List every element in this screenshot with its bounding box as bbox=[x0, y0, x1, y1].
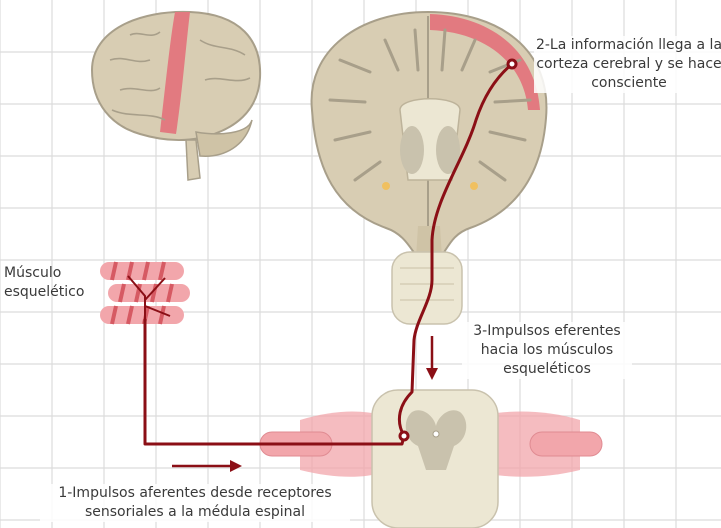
afferent-label-line1: 1-Impulsos aferentes desde receptores bbox=[40, 484, 350, 503]
cortex-label-line2: corteza cerebral y se hace bbox=[534, 55, 721, 74]
cortex-label: 2-La información llega a la corteza cere… bbox=[534, 36, 721, 93]
efferent-label-line2: hacia los músculos bbox=[462, 341, 632, 360]
muscle-label-line1: Músculo bbox=[4, 264, 94, 283]
brain-side-view bbox=[92, 12, 260, 180]
cortex-endpoint bbox=[508, 60, 516, 68]
arrow-efferent bbox=[426, 336, 438, 380]
cord-endpoint bbox=[400, 432, 408, 440]
afferent-label-line2: sensoriales a la médula espinal bbox=[40, 503, 350, 522]
efferent-label: 3-Impulsos eferentes hacia los músculos … bbox=[462, 322, 632, 379]
cortex-label-line3: consciente bbox=[534, 74, 721, 93]
brain-coronal-section bbox=[312, 12, 547, 258]
skeletal-muscle-bundle bbox=[100, 262, 190, 324]
spinal-cord-upper-segment bbox=[392, 252, 462, 324]
afferent-label: 1-Impulsos aferentes desde receptores se… bbox=[40, 484, 350, 522]
efferent-label-line1: 3-Impulsos eferentes bbox=[462, 322, 632, 341]
cortex-label-line1: 2-La información llega a la bbox=[534, 36, 721, 55]
muscle-label: Músculo esquelético bbox=[4, 264, 94, 302]
arrow-afferent bbox=[172, 460, 242, 472]
efferent-label-line3: esqueléticos bbox=[462, 360, 632, 379]
muscle-label-line2: esquelético bbox=[4, 283, 94, 302]
